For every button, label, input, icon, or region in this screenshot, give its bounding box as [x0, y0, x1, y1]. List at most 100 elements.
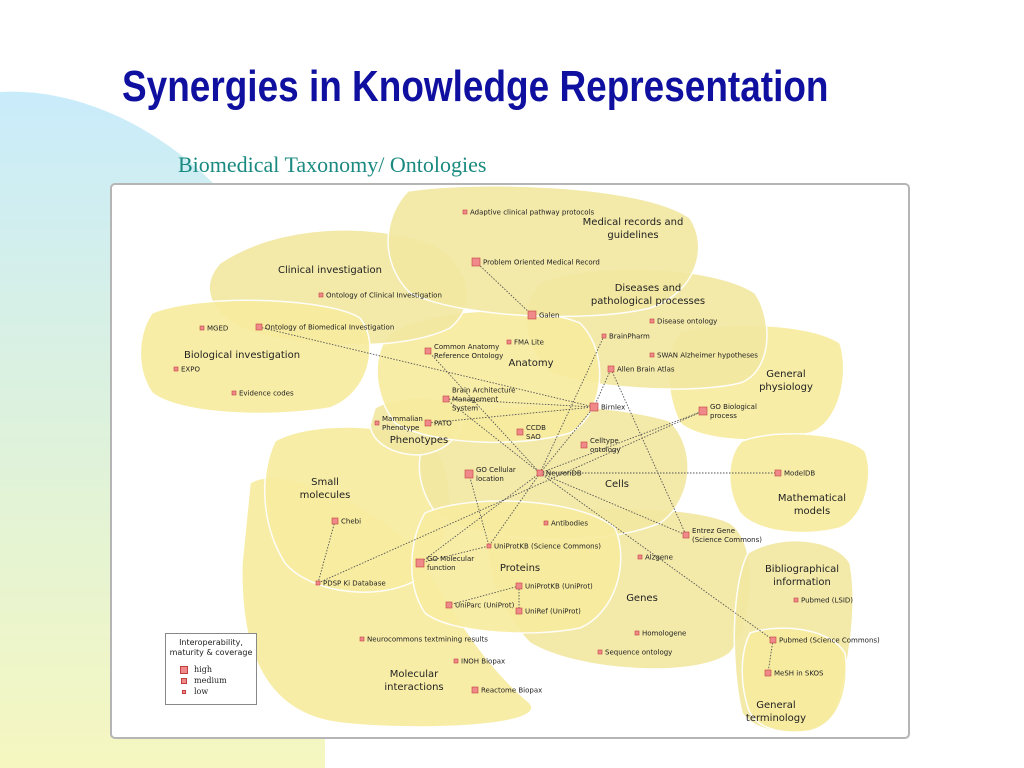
legend-label-medium: medium [194, 676, 227, 685]
node-celltype[interactable] [580, 441, 588, 449]
node-pubmed-lsid[interactable] [793, 597, 799, 603]
node-uniprotkb[interactable] [515, 582, 523, 590]
legend-item-low: low [180, 686, 256, 697]
node-uniprotkb-sc[interactable] [486, 543, 492, 549]
node-label-mesh: MeSH in SKOS [774, 670, 824, 678]
edge-cara-neurondb [427, 350, 541, 474]
node-modeldb[interactable] [774, 469, 782, 477]
nodes-layer [173, 209, 799, 694]
edge-neurondb-gobp [539, 410, 704, 474]
node-oci[interactable] [318, 292, 324, 298]
node-swan[interactable] [649, 352, 655, 358]
node-label-reactome: Reactome Biopax [481, 687, 542, 695]
node-gobp[interactable] [698, 406, 708, 416]
edge-pubmed-sc-mesh [767, 639, 774, 674]
regions-layer [139, 185, 870, 734]
node-label-alzgene: Alzgene [645, 554, 673, 562]
edge-uniprotkb-uniparc [448, 585, 520, 606]
node-pomr[interactable] [471, 257, 481, 267]
node-neurocommons[interactable] [359, 636, 365, 642]
region-general-terminology [741, 627, 847, 733]
region-mathematical-models [729, 433, 870, 534]
node-label-aba: Allen Brain Atlas [617, 366, 675, 374]
node-antibodies[interactable] [543, 520, 549, 526]
node-label-swan: SWAN Alzheimer hypotheses [657, 352, 758, 360]
region-label-biological-investigation: Biological investigation [184, 350, 300, 361]
node-label-evidence: Evidence codes [239, 390, 294, 398]
legend-item-medium: medium [180, 675, 256, 686]
node-fma[interactable] [506, 339, 512, 345]
legend-label-high: high [194, 665, 212, 674]
region-label-cells: Cells [605, 479, 629, 490]
node-label-pdsp: PDSP Ki Database [323, 580, 386, 588]
node-bams[interactable] [442, 395, 450, 403]
node-label-pubmed-lsid: Pubmed (LSID) [801, 597, 853, 605]
node-uniparc[interactable] [445, 601, 453, 609]
legend-item-high: high [180, 664, 256, 675]
node-label-neurocommons: Neurocommons textmining results [367, 636, 488, 644]
node-pdsp[interactable] [315, 580, 321, 586]
node-label-entrez: Entrez Gene(Science Commons) [692, 527, 762, 544]
node-mesh[interactable] [764, 669, 772, 677]
node-label-mged: MGED [207, 325, 228, 333]
node-gocc[interactable] [464, 469, 474, 479]
edge-neurondb-gomf [419, 472, 541, 564]
node-chebi[interactable] [331, 517, 339, 525]
node-homologene[interactable] [634, 630, 640, 636]
region-proteins [411, 500, 622, 634]
node-expo[interactable] [173, 366, 179, 372]
node-entrez[interactable] [682, 531, 690, 539]
node-ccdb[interactable] [516, 428, 524, 436]
node-aba[interactable] [607, 365, 615, 373]
node-reactome[interactable] [471, 686, 479, 694]
node-label-galen: Galen [539, 312, 559, 320]
edge-neurondb-entrez [539, 472, 687, 536]
node-pubmed-sc[interactable] [769, 636, 777, 644]
node-neurondb[interactable] [536, 469, 544, 477]
node-mp[interactable] [374, 420, 380, 426]
node-galen[interactable] [527, 310, 537, 320]
node-label-brainpharm: BrainPharm [609, 333, 650, 341]
node-label-pubmed-sc: Pubmed (Science Commons) [779, 637, 880, 645]
node-alzgene[interactable] [637, 554, 643, 560]
edge-aba-entrez [610, 368, 687, 536]
region-label-clinical-investigation: Clinical investigation [278, 265, 382, 276]
node-label-uniprotkb: UniProtKB (UniProt) [525, 583, 593, 591]
legend-swatch-low [182, 689, 186, 694]
node-adaptive[interactable] [462, 209, 468, 215]
legend-label-low: low [194, 687, 209, 696]
node-seqont[interactable] [597, 649, 603, 655]
node-label-seqont: Sequence ontology [605, 649, 672, 657]
node-gomf[interactable] [415, 558, 425, 568]
node-label-inoh: INOH Biopax [461, 658, 505, 666]
legend-title: Interoperability, maturity & coverage [166, 638, 256, 658]
node-cara[interactable] [424, 347, 432, 355]
node-birnlex[interactable] [589, 402, 599, 412]
region-label-proteins: Proteins [500, 563, 540, 574]
node-inoh[interactable] [453, 658, 459, 664]
node-uniref[interactable] [515, 607, 523, 615]
node-evidence[interactable] [231, 390, 237, 396]
legend-swatch-high [180, 665, 188, 674]
edge-gocc-uniprotkb-sc [468, 473, 490, 547]
region-label-phenotypes: Phenotypes [390, 435, 449, 446]
node-disease-ontology[interactable] [649, 318, 655, 324]
node-obi[interactable] [255, 323, 263, 331]
node-brainpharm[interactable] [601, 333, 607, 339]
node-pato[interactable] [424, 419, 432, 427]
node-mged[interactable] [199, 325, 205, 331]
